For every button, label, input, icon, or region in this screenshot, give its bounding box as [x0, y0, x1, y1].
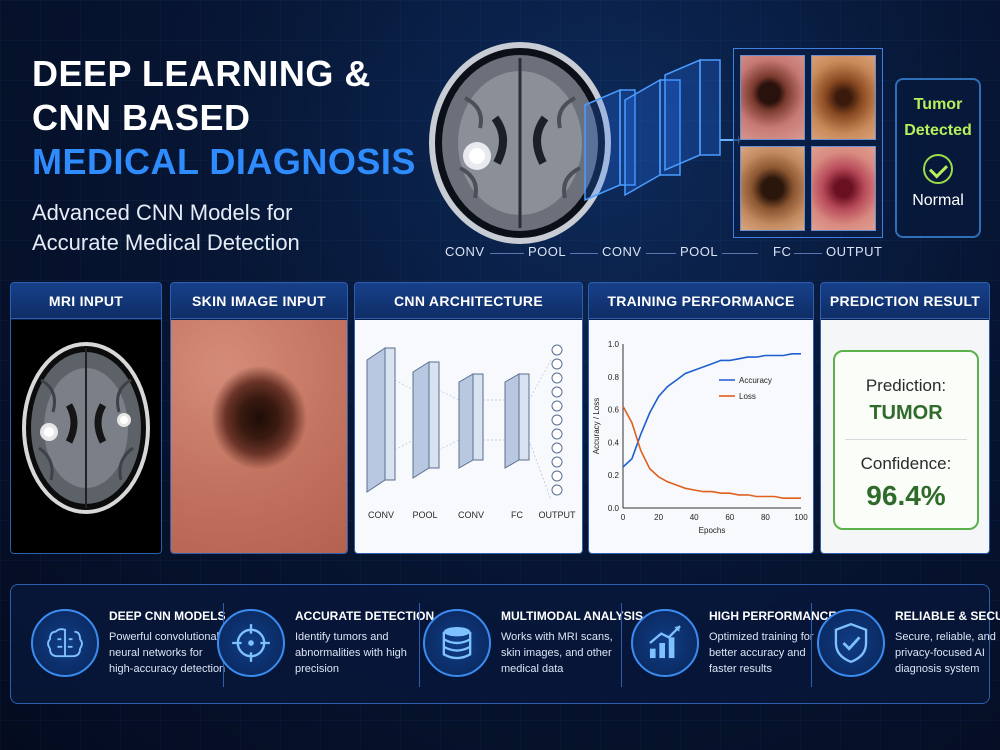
- skin-lesion-image: [171, 320, 347, 553]
- feature-desc: Works with MRI scans, skin images, and o…: [501, 631, 613, 675]
- cnn-architecture-diagram: CONV POOL CONV FC OUTPUT: [366, 344, 577, 520]
- feature-desc: Powerful convolutional neural networks f…: [109, 631, 226, 675]
- cnn-label-conv-1: CONV: [368, 510, 394, 520]
- pipeline-connector: [794, 253, 822, 254]
- hero-brain-scan: [429, 42, 611, 244]
- x-tick-label: 60: [725, 513, 734, 522]
- pipeline-label-pool-2: POOL: [680, 244, 719, 259]
- detection-result-box: Tumor Detected Normal: [895, 78, 981, 238]
- feature-desc: Secure, reliable, and privacy-focused AI…: [895, 631, 996, 675]
- prediction-label: Prediction:: [865, 376, 947, 395]
- pipeline-connector: [490, 253, 524, 254]
- feature-title: ACCURATE DETECTION: [295, 609, 435, 623]
- y-axis-label: Accuracy / Loss: [592, 398, 601, 454]
- cnn-architecture-panel: CNN ARCHITECTURE CONV POOL CONV FC: [354, 282, 583, 554]
- cnn-label-fc: FC: [511, 510, 523, 520]
- cnn-label-output: OUTPUT: [539, 510, 577, 520]
- pipeline-label-pool-1: POOL: [528, 244, 567, 259]
- feature-title: HIGH PERFORMANCE: [709, 609, 837, 623]
- tumor-text-line-1: Tumor: [913, 96, 963, 113]
- legend-label-accuracy: Accuracy: [739, 376, 772, 385]
- cnn-label-conv-2: CONV: [458, 510, 484, 520]
- title-accent: MEDICAL DIAGNOSIS: [32, 141, 416, 182]
- feature-desc: Identify tumors and abnormalities with h…: [295, 631, 407, 675]
- normal-text: Normal: [912, 192, 964, 209]
- feature-separator: [419, 603, 420, 687]
- x-tick-label: 20: [654, 513, 663, 522]
- pipeline-label-conv-1: CONV: [445, 244, 485, 259]
- title-line-2: CNN BASED: [32, 97, 251, 138]
- pipeline-connector: [646, 253, 676, 254]
- y-tick-label: 1.0: [608, 340, 620, 349]
- pipeline-label-output: OUTPUT: [826, 244, 883, 259]
- check-circle-icon: [923, 154, 953, 184]
- panel-title: TRAINING PERFORMANCE: [589, 283, 813, 319]
- title-line-1: DEEP LEARNING &: [32, 53, 371, 94]
- mri-input-panel: MRI INPUT: [10, 282, 162, 554]
- legend-label-loss: Loss: [739, 392, 756, 401]
- panel-title: PREDICTION RESULT: [821, 283, 989, 319]
- confidence-label: Confidence:: [860, 454, 952, 473]
- tumor-text-line-2: Detected: [904, 122, 972, 139]
- features-bar: DEEP CNN MODELS Powerful convolutional n…: [10, 584, 1000, 704]
- x-axis-label: Epochs: [699, 526, 726, 535]
- cnn-diagram: CONV POOL CONV FC OUTPUT: [355, 320, 582, 553]
- panel-title: CNN ARCHITECTURE: [355, 283, 582, 319]
- target-icon: [217, 609, 285, 677]
- subtitle-line-1: Advanced CNN Models for: [32, 200, 293, 225]
- subtitle-line-2: Accurate Medical Detection: [32, 230, 300, 255]
- prediction-card: Prediction: TUMOR Confidence: 96.4%: [833, 350, 979, 530]
- panel-title: MRI INPUT: [11, 283, 161, 319]
- shield-check-icon: [817, 609, 885, 677]
- feature-title: MULTIMODAL ANALYSIS: [501, 609, 644, 623]
- x-tick-label: 80: [761, 513, 770, 522]
- y-tick-label: 0.8: [608, 373, 620, 382]
- feature-separator: [621, 603, 622, 687]
- pipeline-label-conv-2: CONV: [602, 244, 642, 259]
- cnn-label-pool: POOL: [412, 510, 437, 520]
- x-tick-label: 40: [690, 513, 699, 522]
- series-line-loss: [622, 405, 801, 499]
- feature-title: DEEP CNN MODELS: [109, 609, 226, 623]
- y-tick-label: 0.0: [608, 504, 620, 513]
- confidence-value: 96.4%: [866, 480, 946, 511]
- mri-brain-scan: [22, 342, 150, 514]
- prediction-value: TUMOR: [869, 402, 943, 424]
- feature-desc: Optimized training for better accuracy a…: [709, 631, 814, 675]
- prediction-body: Prediction: TUMOR Confidence: 96.4%: [821, 320, 989, 553]
- skin-sample-2: [811, 55, 876, 140]
- pipeline-connector: [570, 253, 598, 254]
- pipeline-labels: CONV POOL CONV POOL FC OUTPUT: [430, 244, 890, 264]
- brain-icon: [31, 609, 99, 677]
- skin-input-panel: SKIN IMAGE INPUT: [170, 282, 348, 554]
- feature-separator: [811, 603, 812, 687]
- prediction-result-panel: PREDICTION RESULT Prediction: TUMOR Conf…: [820, 282, 990, 554]
- tumor-detected-text: Tumor Detected: [897, 92, 979, 144]
- skin-sample-3: [740, 146, 805, 231]
- panel-title: SKIN IMAGE INPUT: [171, 283, 347, 319]
- mri-image: [11, 320, 161, 553]
- y-tick-label: 0.4: [608, 438, 620, 447]
- pipeline-label-fc: FC: [773, 244, 792, 259]
- title-block: DEEP LEARNING & CNN BASED MEDICAL DIAGNO…: [32, 52, 432, 258]
- chart-icon: [631, 609, 699, 677]
- y-tick-label: 0.6: [608, 406, 620, 415]
- prediction-divider: [845, 439, 967, 440]
- database-icon: [423, 609, 491, 677]
- x-tick-label: 0: [621, 513, 626, 522]
- subtitle: Advanced CNN Models for Accurate Medical…: [32, 198, 432, 258]
- series-line-accuracy: [622, 353, 801, 468]
- hero-skin-grid: [733, 48, 883, 238]
- x-tick-label: 100: [794, 513, 808, 522]
- skin-sample-1: [740, 55, 805, 140]
- y-tick-label: 0.2: [608, 471, 620, 480]
- hero-cnn-layers: [584, 58, 740, 202]
- feature-title: RELIABLE & SECURE: [895, 609, 1000, 623]
- pipeline-connector: [722, 253, 758, 254]
- skin-sample-4: [811, 146, 876, 231]
